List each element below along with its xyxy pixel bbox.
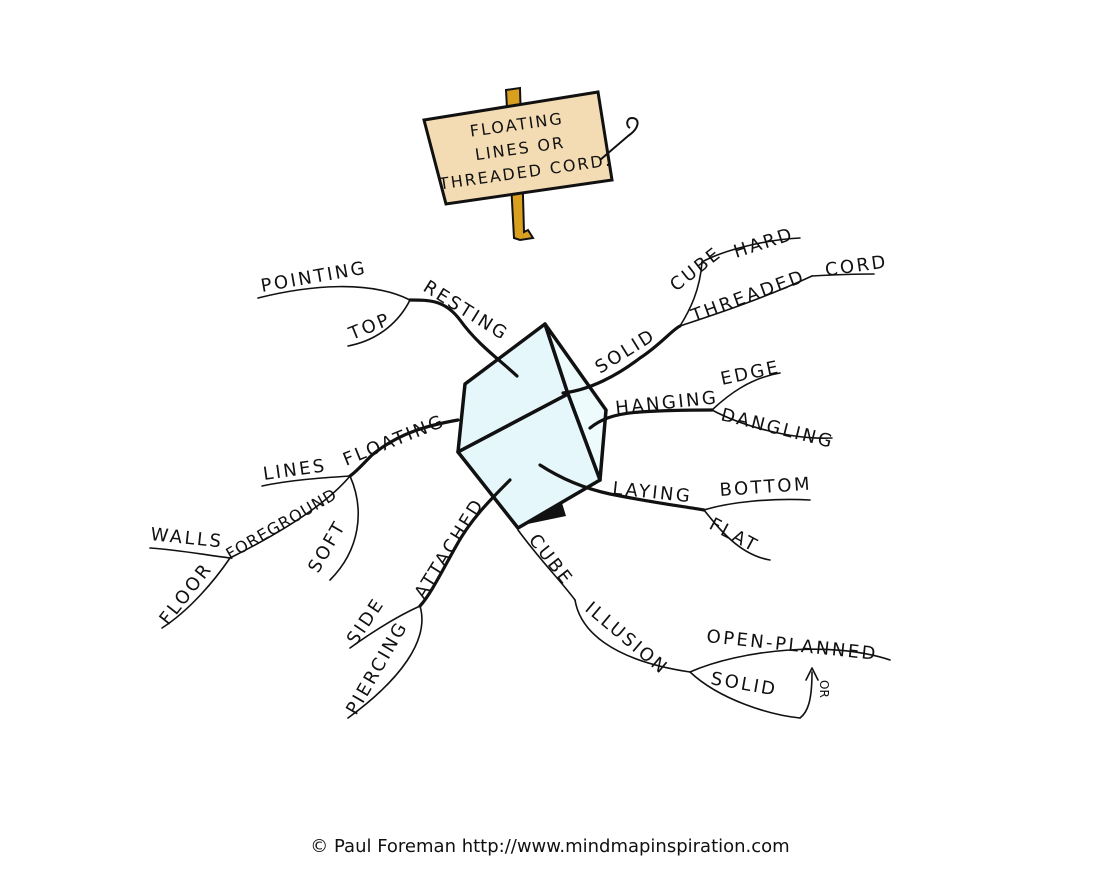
sign: FLOATING LINES OR THREADED CORD.: [422, 86, 639, 242]
label-cube: CUBE: [524, 530, 577, 590]
sign-hook: [599, 116, 639, 161]
label-illusion: ILLUSION: [581, 598, 673, 680]
label-or: OR: [817, 680, 831, 698]
cube-front-face: [456, 392, 602, 530]
branch-line-top: [347, 299, 411, 347]
branch-lines: [149, 237, 891, 719]
branch-line-dangling: [711, 409, 833, 439]
label-bottom: BOTTOM: [719, 474, 813, 501]
sign-board: [422, 90, 614, 206]
or-arrow-head: [805, 667, 819, 681]
branch-line-lines: [261, 475, 351, 487]
label-flat: FLAT: [706, 514, 762, 557]
branch-line-cord: [811, 273, 875, 277]
label-solid-2: SOLID: [709, 668, 779, 700]
branch-line-solid: [561, 324, 682, 395]
label-floor: FLOOR: [155, 559, 217, 630]
label-cube-small: CUBE: [666, 243, 726, 296]
branch-line-open-planned: [689, 648, 891, 673]
label-dangling: DANGLING: [719, 404, 837, 452]
copyright-footer: © Paul Foreman http://www.mindmapinspira…: [310, 836, 790, 857]
label-hanging: HANGING: [614, 387, 719, 419]
label-cord: CORD: [824, 251, 889, 281]
branch-line-bottom: [703, 498, 811, 511]
label-laying: LAYING: [611, 478, 693, 507]
central-cube: [456, 322, 608, 530]
branch-line-foreground: [229, 475, 351, 559]
branch-line-illusion: [574, 599, 691, 673]
label-hard: HARD: [731, 224, 797, 263]
branch-line-edge: [711, 372, 781, 411]
branch-line-solid-2: [689, 671, 801, 719]
label-soft: SOFT: [304, 517, 351, 577]
label-attached: ATTACHED: [410, 494, 489, 602]
label-lines: LINES: [262, 455, 328, 485]
label-floating: FLOATING: [340, 411, 448, 471]
branch-line-cube-up: [679, 261, 703, 327]
branch-line-laying: [538, 463, 706, 512]
branch-line-walls: [149, 547, 231, 559]
branch-line-attached: [418, 478, 512, 608]
branch-line-flat: [703, 509, 771, 561]
branch-line-cube: [517, 529, 576, 601]
branch-line-soft: [329, 475, 359, 581]
branch-line-hanging: [588, 408, 714, 430]
branch-line-pointing: [257, 285, 411, 301]
label-resting: RESTING: [419, 276, 512, 345]
branch-line-or-arrow: [799, 671, 813, 719]
branch-line-threaded: [679, 275, 813, 327]
branch-line-side: [349, 605, 421, 649]
label-pointing: POINTING: [259, 258, 369, 297]
branch-line-floating: [348, 418, 460, 478]
branch-line-piercing: [347, 605, 423, 719]
branch-line-floor: [161, 557, 231, 629]
branch-line-resting: [408, 298, 519, 378]
branch-line-hard: [701, 237, 801, 263]
label-edge: EDGE: [719, 357, 783, 390]
